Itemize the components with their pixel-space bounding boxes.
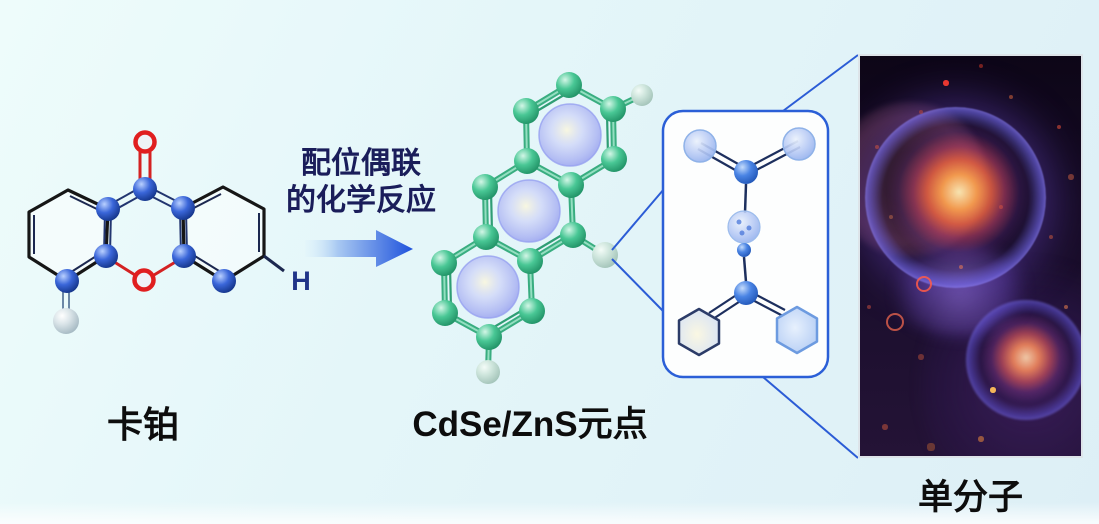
ligand-sphere-top-left	[683, 129, 717, 163]
reaction-arrow	[305, 230, 413, 267]
ligand-atom-bottom	[734, 281, 758, 305]
quantum-dot-label: CdSe/ZnS元点	[412, 405, 648, 444]
hydrogen-atom	[53, 308, 79, 334]
ligand-sphere-top-right	[782, 127, 816, 161]
ligand-sphere-middle	[727, 210, 761, 244]
zoom-callout-lines	[611, 54, 859, 459]
single-molecule-label: 单分子	[917, 478, 1023, 517]
ligand-hydrogen-atoms	[476, 84, 653, 384]
hydrogen-label: H	[291, 266, 311, 296]
right-benzene-ring	[181, 185, 266, 283]
phenyl-ring-left	[677, 307, 721, 357]
fluorescence-image-panel	[858, 54, 1083, 458]
carboplatin-molecule: H	[27, 130, 311, 334]
ligand-atom-small	[737, 243, 751, 257]
nitrogen-carbon-atoms	[55, 177, 236, 293]
fluorescent-speckles	[860, 56, 862, 58]
large-fluorescent-cell	[865, 107, 1046, 288]
ligand-sphere-detail	[736, 219, 752, 236]
carboplatin-label: 卡铂	[106, 404, 179, 445]
reaction-label-line1: 配位偶联	[301, 147, 421, 180]
carbonyl-oxygen-atom	[133, 130, 157, 154]
reaction-label: 配位偶联 的化学反应	[268, 145, 454, 219]
quantum-dot-spheres	[456, 103, 602, 319]
ligand-structure	[677, 127, 819, 357]
left-benzene-ring	[27, 188, 110, 283]
selenium-zinc-atoms	[431, 72, 627, 350]
quantum-dot-molecule	[431, 72, 653, 384]
ligand-atom-top	[734, 160, 758, 184]
red-ring-particle	[886, 313, 904, 331]
phenyl-ring-right	[775, 305, 819, 355]
ring-oxygen-atom	[132, 268, 156, 292]
inset-zoom-box	[661, 109, 830, 379]
small-fluorescent-cell	[966, 300, 1081, 420]
reaction-label-line2: 的化学反应	[286, 184, 436, 217]
red-ring-particle	[916, 276, 932, 292]
